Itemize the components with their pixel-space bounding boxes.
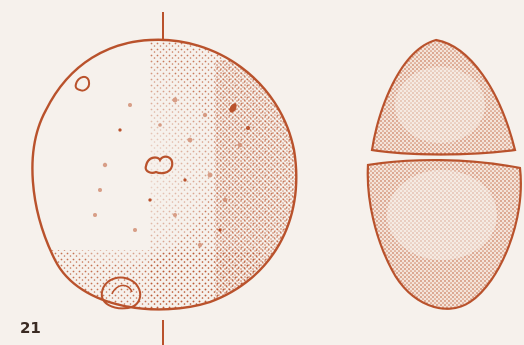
single-cell xyxy=(25,40,315,320)
two-cell-stage xyxy=(360,36,524,320)
figure-number: 21 xyxy=(20,319,41,337)
